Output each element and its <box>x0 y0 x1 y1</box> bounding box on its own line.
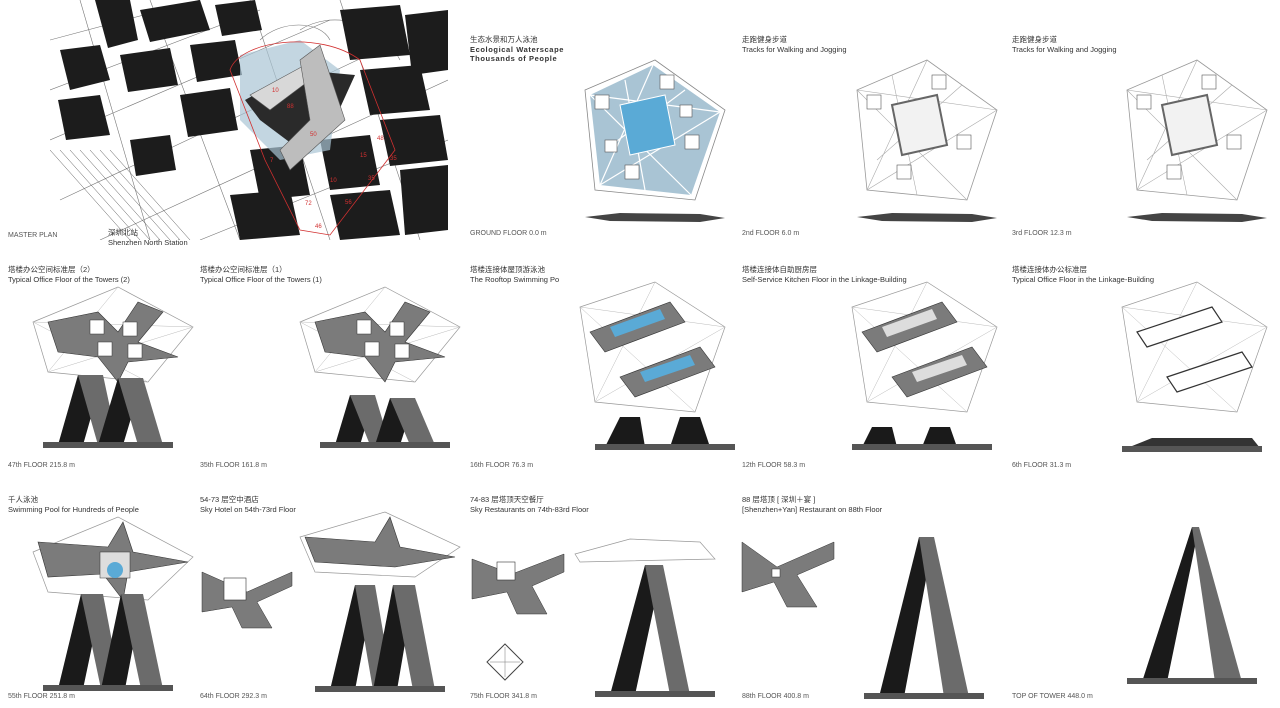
plot-label: 15 <box>360 153 367 159</box>
55th-floor-caption: 55th FLOOR 251.8 m <box>8 693 75 700</box>
3rd-floor-plan <box>1126 59 1268 201</box>
75th-floor-small-plan <box>486 643 524 681</box>
panel-title-cn: 塔楼办公空间标准层（2） <box>8 265 95 274</box>
35th-floor-panel: 塔楼办公空间标准层（1） Typical Office Floor of the… <box>200 262 461 477</box>
88th-floor-elevation <box>864 537 984 699</box>
panel-title-en: [Shenzhen+Yan] Restaurant on 88th Floor <box>742 505 883 514</box>
ground-floor-elevation <box>585 213 725 222</box>
12th-floor-caption: 12th FLOOR 58.3 m <box>742 462 806 469</box>
35th-floor-elevation <box>320 395 450 448</box>
16th-floor-plan <box>579 281 726 413</box>
plot-label: 46 <box>315 224 322 230</box>
master-plan-panel: 10 88 50 48 7 15 35 10 35 72 56 46 深圳北站 … <box>0 0 460 250</box>
2nd-floor-caption: 2nd FLOOR 6.0 m <box>742 230 800 237</box>
panel-title-cn: 塔楼连接体屋顶游泳池 <box>470 265 545 274</box>
plot-label: 10 <box>330 178 337 184</box>
top-of-tower-elevation <box>1127 527 1257 684</box>
panel-title-en: Typical Office Floor of the Towers (2) <box>8 275 130 284</box>
3rd-floor-panel: 走跑健身步道 Tracks for Walking and Jogging 3r… <box>1012 30 1272 245</box>
64th-floor-panel: 54-73 层空中酒店 Sky Hotel on 54th-73rd Floor… <box>200 492 461 704</box>
top-of-tower-panel: TOP OF TOWER 448.0 m <box>1012 492 1272 704</box>
panel-title-cn: 塔楼办公空间标准层（1） <box>200 265 287 274</box>
88th-floor-panel: 88 层塔顶 [ 深圳＋宴 ] [Shenzhen+Yan] Restauran… <box>741 492 1002 704</box>
plot-label: 56 <box>345 200 352 206</box>
panel-title-cn: 千人泳池 <box>8 495 38 504</box>
55th-floor-plan <box>32 516 194 601</box>
station-name-cn: 深圳北站 <box>108 228 138 237</box>
panel-title-en: The Rooftop Swimming Po <box>470 275 560 284</box>
35th-floor-plan <box>299 286 461 383</box>
12th-floor-panel: 塔楼连接体自助厨房层 Self-Service Kitchen Floor in… <box>742 262 1002 477</box>
ground-floor-panel: 生态水景和万人泳池 Ecological Waterscape Thousand… <box>470 30 730 245</box>
panel-title-en: Swimming Pool for Hundreds of People <box>8 505 139 514</box>
12th-floor-plan <box>851 281 998 413</box>
panel-title-en: Sky Hotel on 54th-73rd Floor <box>200 505 296 514</box>
panel-title-en: Self-Service Kitchen Floor in the Linkag… <box>742 275 907 284</box>
6th-floor-elevation <box>1122 438 1262 452</box>
6th-floor-plan <box>1121 281 1268 413</box>
75th-floor-caption: 75th FLOOR 341.8 m <box>470 693 537 700</box>
16th-floor-caption: 16th FLOOR 76.3 m <box>470 462 534 469</box>
panel-title-en: Typical Office Floor of the Towers (1) <box>200 275 322 284</box>
6th-floor-panel: 塔楼连接体办公标准层 Typical Office Floor in the L… <box>1012 262 1272 477</box>
panel-title-cn: 生态水景和万人泳池 <box>470 35 538 44</box>
64th-floor-caption: 64th FLOOR 292.3 m <box>200 693 267 700</box>
panel-title-en: Sky Restaurants on 74th-83rd Floor <box>470 505 589 514</box>
75th-floor-elevation <box>595 565 715 697</box>
plot-label: 35 <box>390 156 397 162</box>
47th-floor-elevation <box>43 375 173 448</box>
panel-title-en: Tracks for Walking and Jogging <box>1012 45 1117 54</box>
64th-floor-plan <box>299 511 461 578</box>
88th-floor-caption: 88th FLOOR 400.8 m <box>742 693 809 700</box>
plot-label: 50 <box>310 132 317 138</box>
2nd-floor-plan <box>856 59 998 201</box>
75th-floor-detail-plan <box>471 553 565 615</box>
plot-label: 48 <box>377 136 384 142</box>
master-plan-caption: MASTER PLAN <box>8 232 58 239</box>
2nd-floor-elevation <box>857 213 997 222</box>
ground-floor-plan <box>584 59 726 201</box>
75th-floor-panel: 74-83 层塔顶天空餐厅 Sky Restaurants on 74th-83… <box>470 492 730 704</box>
plot-label: 7 <box>270 158 274 164</box>
55th-floor-elevation <box>43 594 173 691</box>
64th-floor-detail-plan <box>201 571 293 629</box>
ground-floor-caption: GROUND FLOOR 0.0 m <box>470 230 547 237</box>
3rd-floor-caption: 3rd FLOOR 12.3 m <box>1012 230 1072 237</box>
master-plan-drawing: 10 88 50 48 7 15 35 10 35 72 56 46 <box>50 0 448 240</box>
panel-title-en: Ecological Waterscape <box>470 45 565 54</box>
2nd-floor-panel: 走跑健身步道 Tracks for Walking and Jogging 2n… <box>742 30 1002 245</box>
panel-title-en: Tracks for Walking and Jogging <box>742 45 847 54</box>
panel-title-cn: 54-73 层空中酒店 <box>200 495 259 504</box>
panel-title-cn: 塔楼连接体自助厨房层 <box>742 265 817 274</box>
12th-floor-elevation <box>852 427 992 450</box>
88th-floor-detail-plan <box>741 537 835 608</box>
station-name-en: Shenzhen North Station <box>108 238 188 247</box>
47th-floor-plan <box>32 286 194 383</box>
16th-floor-elevation <box>595 417 735 450</box>
55th-floor-panel: 千人泳池 Swimming Pool for Hundreds of Peopl… <box>8 492 258 704</box>
plot-label: 35 <box>368 176 375 182</box>
6th-floor-caption: 6th FLOOR 31.3 m <box>1012 462 1072 469</box>
47th-floor-panel: 塔楼办公空间标准层（2） Typical Office Floor of the… <box>8 262 258 477</box>
panel-title-en2: Thousands of People <box>470 54 558 63</box>
panel-title-cn: 88 层塔顶 [ 深圳＋宴 ] <box>742 495 816 504</box>
3rd-floor-elevation <box>1127 213 1267 222</box>
35th-floor-caption: 35th FLOOR 161.8 m <box>200 462 267 469</box>
16th-floor-panel: 塔楼连接体屋顶游泳池 The Rooftop Swimming Po 16th … <box>470 262 735 477</box>
64th-floor-elevation <box>315 585 445 692</box>
plot-label: 72 <box>305 201 312 207</box>
75th-floor-plan <box>574 538 716 563</box>
panel-title-cn: 74-83 层塔顶天空餐厅 <box>470 495 544 504</box>
panel-title-en: Typical Office Floor in the Linkage-Buil… <box>1012 275 1155 284</box>
panel-title-cn: 塔楼连接体办公标准层 <box>1012 265 1087 274</box>
plot-label: 10 <box>272 88 279 94</box>
plot-label: 88 <box>287 104 294 110</box>
panel-title-cn: 走跑健身步道 <box>1012 35 1057 44</box>
panel-title-cn: 走跑健身步道 <box>742 35 787 44</box>
47th-floor-caption: 47th FLOOR 215.8 m <box>8 462 75 469</box>
top-of-tower-caption: TOP OF TOWER 448.0 m <box>1012 693 1093 700</box>
